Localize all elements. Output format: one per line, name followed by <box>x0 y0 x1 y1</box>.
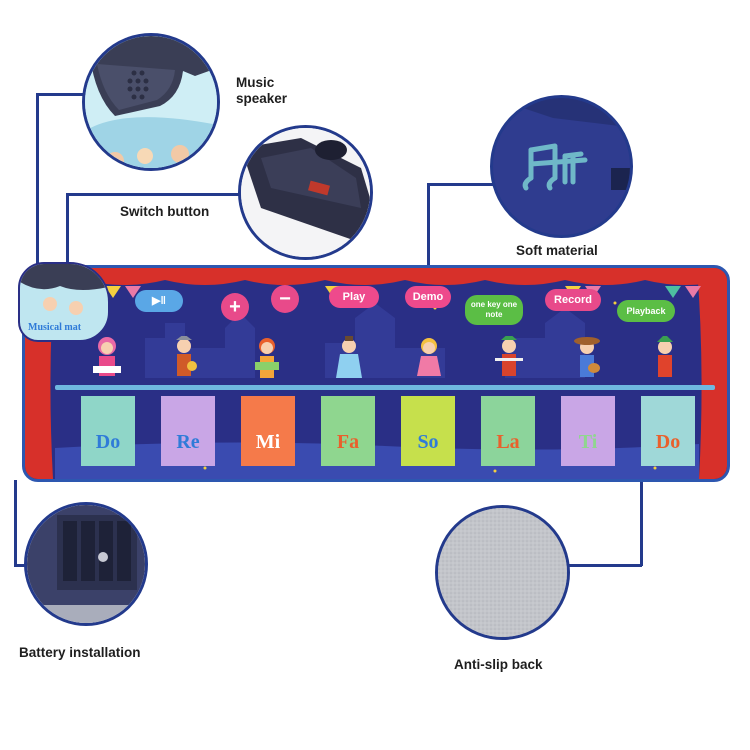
anti-slip-detail-image <box>435 505 570 640</box>
kid-figure <box>417 338 441 376</box>
battery-detail-image <box>24 502 148 626</box>
switch-detail-image <box>238 125 373 260</box>
kid-figure <box>336 336 362 378</box>
piano-key-re: Re <box>161 396 215 466</box>
piano-mat: ▶‖ + − Play Demo one key one note Record… <box>22 265 730 482</box>
mat-logo: Musical mat <box>28 322 82 333</box>
kid-figure <box>495 336 523 376</box>
key-note-label: Mi <box>255 431 281 453</box>
piano-key-do-high: Do <box>641 396 695 466</box>
soft-material-detail-image <box>490 95 633 238</box>
kid-figure <box>93 337 121 376</box>
connector-battery <box>14 480 17 566</box>
key-note-label: Fa <box>336 431 360 453</box>
kid-figure <box>657 336 673 377</box>
speaker-detail-image <box>82 33 220 171</box>
connector-soft <box>427 183 430 288</box>
connector-speaker-h <box>36 93 84 96</box>
play-pause-button: ▶‖ <box>135 290 183 312</box>
speaker-housing: Musical mat <box>18 262 110 342</box>
soft-material-label: Soft material <box>516 243 598 258</box>
connector-switch-h <box>66 193 240 196</box>
key-note-label: Do <box>95 431 121 453</box>
kid-figure <box>176 336 197 376</box>
kid-figure <box>255 338 279 378</box>
key-note-label: So <box>417 431 439 453</box>
connector-battery-h <box>14 564 26 567</box>
one-key-one-note-button: one key one note <box>465 295 523 325</box>
play-button: Play <box>329 286 379 308</box>
connector-antislip-h <box>566 564 642 567</box>
key-note-label: Do <box>655 431 681 453</box>
connector-soft-h <box>427 183 493 186</box>
volume-up-button: + <box>221 293 249 321</box>
piano-key-so: So <box>401 396 455 466</box>
playback-button: Playback <box>617 300 675 322</box>
connector-speaker <box>36 93 39 271</box>
record-button: Record <box>545 289 601 311</box>
music-speaker-label: Music speaker <box>236 75 288 106</box>
connector-antislip <box>640 480 643 566</box>
piano-key-la: La <box>481 396 535 466</box>
demo-button: Demo <box>405 286 451 308</box>
piano-key-mi: Mi <box>241 396 295 466</box>
piano-key-ti: Ti <box>561 396 615 466</box>
piano-key-do: Do <box>81 396 135 466</box>
key-note-label: Re <box>176 431 200 453</box>
connector-switch <box>66 193 69 265</box>
piano-key-fa: Fa <box>321 396 375 466</box>
switch-button-label: Switch button <box>120 204 210 219</box>
key-note-label: La <box>496 431 520 453</box>
anti-slip-back-label: Anti-slip back <box>454 657 543 672</box>
kid-figure <box>574 337 600 377</box>
battery-installation-label: Battery installation <box>19 645 141 660</box>
key-note-label: Ti <box>578 431 598 453</box>
volume-down-button: − <box>271 285 299 313</box>
